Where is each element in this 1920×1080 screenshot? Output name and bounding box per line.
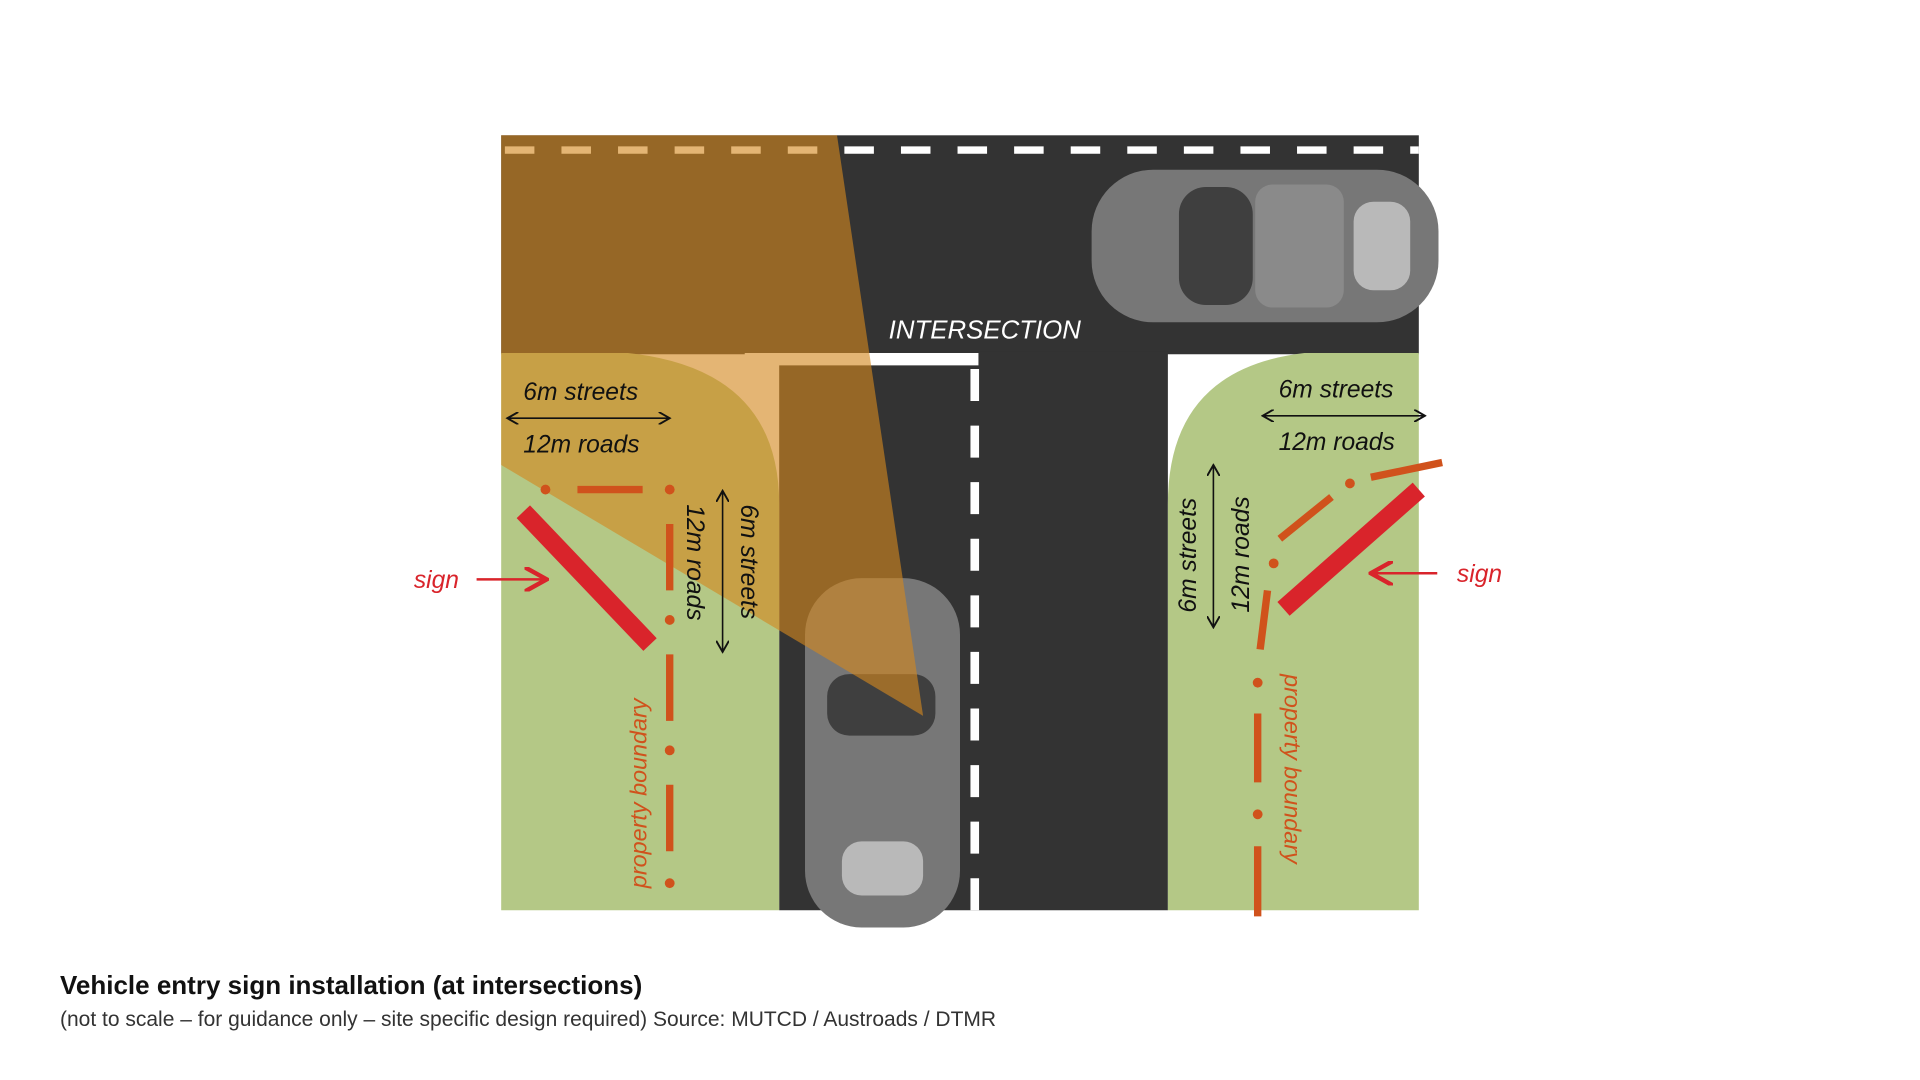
car-top-right [1091,169,1439,323]
sight-triangle [501,135,924,716]
left-sign [516,505,657,651]
right-horizontal-top-label: 6m streets [1279,376,1394,403]
right-vertical-outer-label: 6m streets [1175,498,1202,613]
right-verge [1167,353,1419,911]
right-sign-label: sign [1457,561,1502,588]
right-sign [1277,482,1425,616]
left-vertical-outer-label: 6m streets [735,504,762,619]
right-horizontal-bottom-label: 12m roads [1279,429,1395,456]
left-vertical-inner-label: 12m roads [681,504,708,620]
left-sign-label: sign [414,567,459,594]
right-boundary-label: property boundary [1280,673,1306,865]
left-property-boundary [540,484,675,889]
right-vertical-inner-label: 12m roads [1228,496,1255,612]
left-boundary-label: property boundary [625,697,651,889]
left-horizontal-bottom-label: 12m roads [523,432,639,459]
intersection-label: INTERSECTION [889,316,1082,344]
right-property-boundary [1252,458,1443,917]
caption-subtitle: (not to scale – for guidance only – site… [60,1008,997,1031]
caption-title: Vehicle entry sign installation (at inte… [60,970,643,1000]
left-horizontal-top-label: 6m streets [523,379,638,406]
